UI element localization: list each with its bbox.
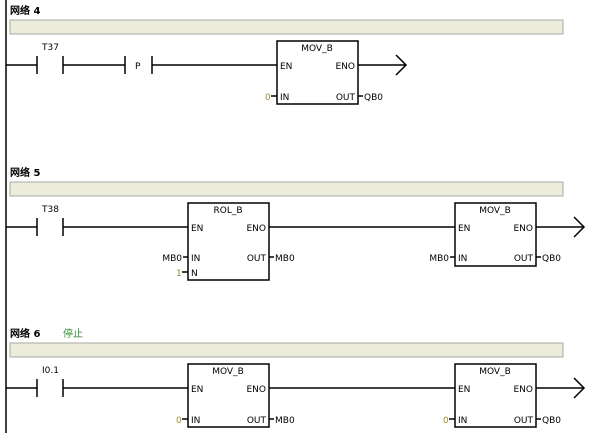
- network-title: 网络 6: [10, 327, 40, 340]
- out-pin: OUT: [514, 416, 534, 426]
- network-4: 网络 4 T37 P MOV_B EN ENO IN OUT 0: [6, 4, 564, 105]
- in-constant: 0: [176, 416, 182, 426]
- box-name: ROL_B: [213, 206, 242, 216]
- eno-pin: ENO: [513, 385, 533, 395]
- in-pin: IN: [458, 416, 467, 426]
- in-operand: MB0: [162, 254, 182, 264]
- contact-label: T37: [41, 43, 59, 53]
- rung-end-arrow-icon: [395, 54, 408, 76]
- en-pin: EN: [458, 224, 470, 234]
- network-comment: 停止: [63, 327, 83, 340]
- in-operand: MB0: [429, 254, 449, 264]
- network-comment-bar[interactable]: [9, 181, 564, 197]
- out-operand: QB0: [364, 93, 383, 103]
- en-pin: EN: [280, 62, 292, 72]
- out-operand: QB0: [542, 416, 561, 426]
- out-operand: QB0: [542, 254, 561, 264]
- out-operand: MB0: [275, 254, 295, 264]
- network-title: 网络 4: [10, 4, 40, 17]
- in-pin: IN: [458, 254, 467, 264]
- n-constant: 1: [176, 269, 182, 279]
- box-name: MOV_B: [479, 206, 511, 216]
- mov-b-box[interactable]: MOV_B EN ENO IN OUT: [276, 40, 359, 105]
- box-name: MOV_B: [212, 367, 244, 377]
- eno-pin: ENO: [246, 224, 266, 234]
- out-pin: OUT: [247, 254, 267, 264]
- rol-b-box[interactable]: ROL_B EN ENO IN OUT N: [187, 202, 270, 281]
- network-title: 网络 5: [10, 166, 40, 179]
- mov-b-box[interactable]: MOV_B EN ENO IN OUT: [454, 363, 537, 428]
- contact-t38[interactable]: T38: [36, 205, 64, 236]
- contact-i0-1[interactable]: I0.1: [36, 366, 64, 397]
- out-pin: OUT: [336, 93, 356, 103]
- contact-t37[interactable]: T37: [36, 43, 64, 74]
- contact-label: I0.1: [42, 366, 59, 376]
- network-5: 网络 5 T38 ROL_B EN ENO IN OUT N MB0 1 MB0: [6, 166, 586, 281]
- eno-pin: ENO: [335, 62, 355, 72]
- network-6: 网络 6 停止 I0.1 MOV_B EN ENO IN OUT 0 MB0 M…: [6, 327, 586, 428]
- in-pin: IN: [280, 93, 289, 103]
- out-pin: OUT: [514, 254, 534, 264]
- mov-b-box[interactable]: MOV_B EN ENO IN OUT: [187, 363, 270, 428]
- contact-label: T38: [41, 205, 59, 215]
- rung-end-arrow-icon: [573, 216, 586, 238]
- box-name: MOV_B: [479, 367, 511, 377]
- network-comment-bar[interactable]: [9, 19, 564, 35]
- network-comment-bar[interactable]: [9, 342, 564, 358]
- eno-pin: ENO: [246, 385, 266, 395]
- en-pin: EN: [191, 224, 203, 234]
- box-name: MOV_B: [301, 44, 333, 54]
- edge-contact-label: P: [135, 62, 141, 72]
- in-pin: IN: [191, 254, 200, 264]
- out-pin: OUT: [247, 416, 267, 426]
- in-constant: 0: [443, 416, 449, 426]
- en-pin: EN: [191, 385, 203, 395]
- rung-end-arrow-icon: [573, 377, 586, 399]
- eno-pin: ENO: [513, 224, 533, 234]
- positive-edge-contact[interactable]: P: [124, 56, 153, 74]
- out-operand: MB0: [275, 416, 295, 426]
- n-pin: N: [191, 269, 198, 279]
- in-pin: IN: [191, 416, 200, 426]
- mov-b-box[interactable]: MOV_B EN ENO IN OUT: [454, 202, 537, 267]
- en-pin: EN: [458, 385, 470, 395]
- in-constant: 0: [265, 93, 271, 103]
